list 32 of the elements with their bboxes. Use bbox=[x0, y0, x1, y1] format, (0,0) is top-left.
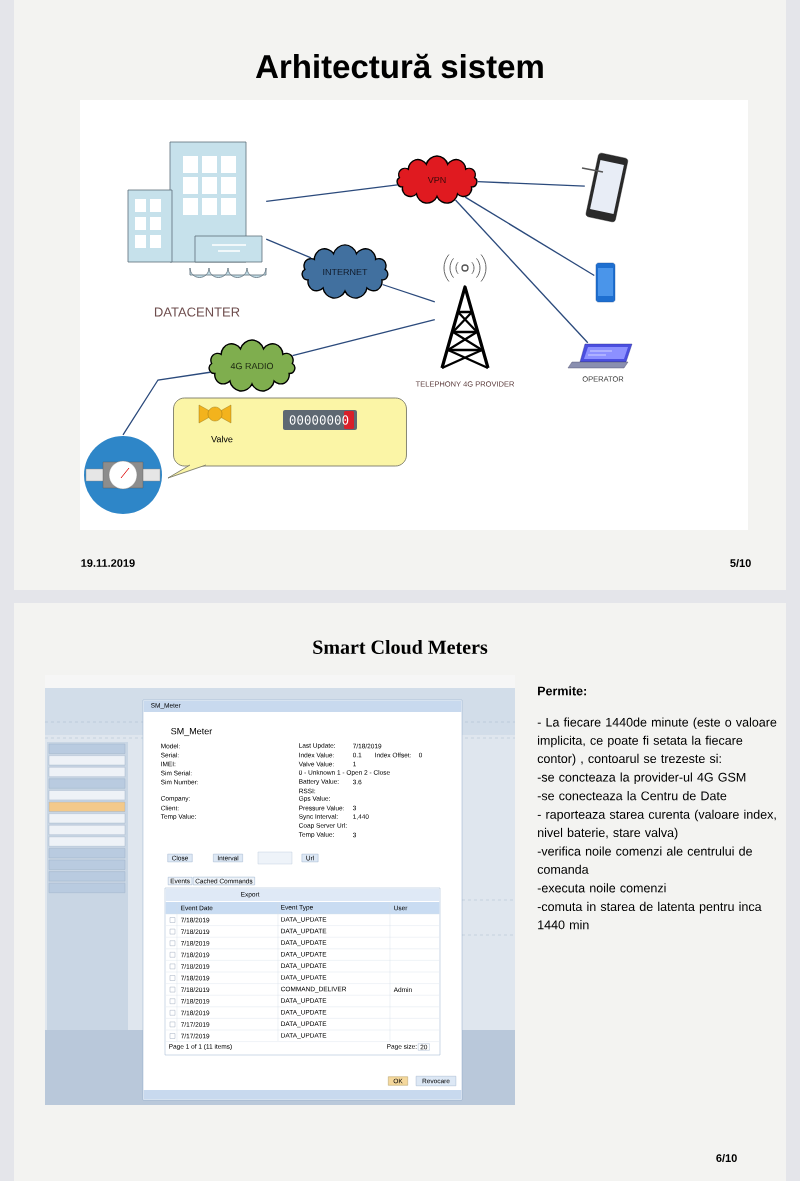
datacenter-label: DATACENTER bbox=[154, 307, 240, 317]
building-drawing bbox=[127, 141, 267, 278]
paragraph: -comuta in starea de latenta pentru inca 1440 min bbox=[537, 901, 762, 930]
date-label: 19.11.2019 bbox=[81, 559, 135, 567]
cloud: INTERNET bbox=[301, 244, 389, 299]
water-meter-drawing bbox=[84, 436, 162, 514]
dialog-heading: SM_Meter bbox=[171, 727, 213, 737]
slide-title: Smart Cloud Meters bbox=[313, 639, 488, 655]
connector-line bbox=[291, 319, 436, 357]
paragraph: - La fiecare 1440de minute (este o valoare implicita, ce poate fi setata la fiecare contor) , contoarul se trezeste si: bbox=[537, 717, 777, 766]
connector-line bbox=[265, 238, 312, 259]
tablet-icon bbox=[581, 152, 628, 223]
paragraph: - raporteaza starea curenta (valoare index, nivel baterie, stare valva) bbox=[537, 809, 776, 840]
paragraph-heading: Permite: bbox=[538, 686, 586, 696]
tower-drawing bbox=[440, 254, 490, 370]
paragraph: -se conecteaza la Centru de Date bbox=[537, 791, 727, 801]
cloud: 4G RADIO bbox=[208, 339, 296, 392]
slide-title: Arhitectură sistem bbox=[255, 53, 543, 79]
paragraph: -se concteaza la provider-ul 4G GSM bbox=[537, 772, 746, 785]
paragraph: -executa noile comenzi bbox=[537, 883, 666, 893]
laptop-icon bbox=[567, 343, 633, 369]
paragraph: -verifica noile comenzi ale centrului de comanda bbox=[537, 846, 752, 874]
connector-line bbox=[265, 184, 398, 202]
connector-line bbox=[454, 199, 589, 344]
connector-line bbox=[464, 196, 595, 277]
phone-icon bbox=[595, 262, 616, 303]
page-number: 5/10 bbox=[730, 558, 751, 568]
page-number: 6/10 bbox=[716, 1153, 737, 1163]
connector-line bbox=[122, 371, 211, 436]
connector-line bbox=[381, 283, 436, 303]
connector-line bbox=[476, 181, 586, 187]
cloud: VPN bbox=[396, 155, 478, 204]
